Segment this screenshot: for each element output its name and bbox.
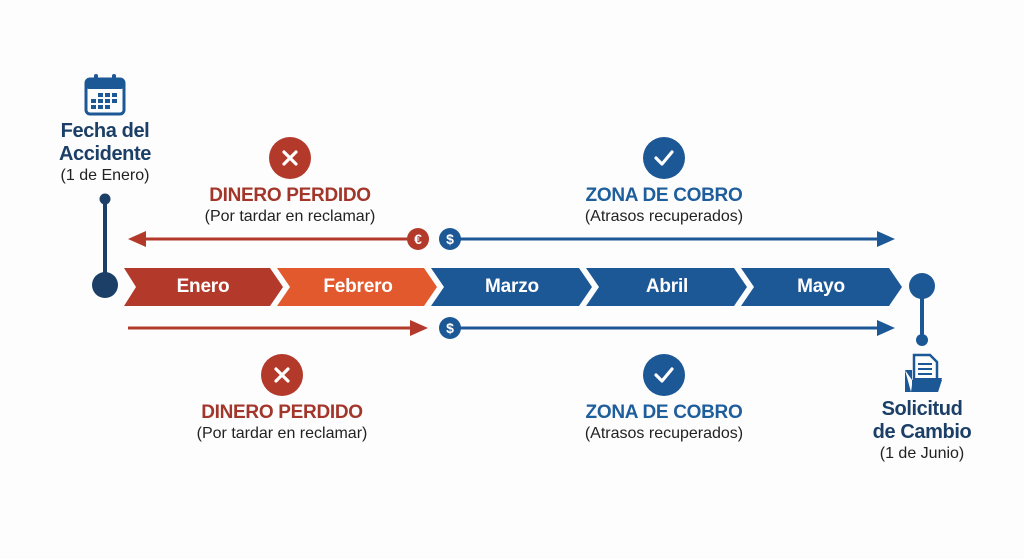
bottom-lost-block: DINERO PERDIDO (Por tardar en reclamar) — [162, 354, 402, 444]
top-gain-caption: (Atrasos recuperados) — [584, 208, 744, 225]
euro-coin-icon: € — [407, 228, 429, 250]
month-abril: Abril — [645, 276, 689, 297]
top-gain-arrow — [460, 231, 895, 247]
top-gain-title: ZONA DE COBRO — [585, 185, 743, 206]
top-lost-block: DINERO PERDIDO (Por tardar en reclamar) — [170, 137, 410, 227]
end-date: (1 de Junio) — [879, 445, 965, 462]
bottom-gain-title: ZONA DE COBRO — [585, 402, 743, 423]
check-circle-icon — [643, 354, 685, 396]
month-marzo: Marzo — [485, 276, 539, 297]
top-lost-arrow — [128, 231, 410, 247]
dollar-coin-icon-bottom: $ — [439, 317, 461, 339]
x-circle-icon — [261, 354, 303, 396]
month-febrero: Febrero — [323, 276, 393, 297]
end-title-line1: Solicitud — [881, 398, 963, 420]
check-circle-icon — [643, 137, 685, 179]
month-chevrons — [124, 268, 902, 306]
start-title-line2: Accidente — [59, 143, 151, 165]
top-gain-block: ZONA DE COBRO (Atrasos recuperados) — [544, 137, 784, 227]
start-date: (1 de Enero) — [60, 167, 150, 184]
start-title-line1: Fecha del — [60, 120, 150, 142]
start-pin — [92, 193, 118, 298]
bottom-gain-arrow — [460, 320, 895, 336]
month-mayo: Mayo — [797, 276, 845, 297]
top-lost-caption: (Por tardar en reclamar) — [204, 208, 376, 225]
bottom-gain-block: ZONA DE COBRO (Atrasos recuperados) — [544, 354, 784, 444]
calendar-icon — [84, 74, 126, 116]
dollar-coin-icon: $ — [439, 228, 461, 250]
bottom-lost-arrow — [128, 320, 428, 336]
top-lost-title: DINERO PERDIDO — [209, 185, 371, 206]
end-pin — [909, 273, 935, 346]
bottom-lost-title: DINERO PERDIDO — [201, 402, 363, 423]
end-node: Solicitud de Cambio (1 de Junio) — [857, 352, 987, 464]
end-title-line2: de Cambio — [872, 421, 972, 443]
bottom-lost-caption: (Por tardar en reclamar) — [196, 425, 368, 442]
x-circle-icon — [269, 137, 311, 179]
document-folder-icon — [905, 353, 942, 392]
bottom-gain-caption: (Atrasos recuperados) — [584, 425, 744, 442]
month-enero: Enero — [176, 276, 230, 297]
start-node: Fecha del Accidente (1 de Enero) — [40, 72, 170, 186]
